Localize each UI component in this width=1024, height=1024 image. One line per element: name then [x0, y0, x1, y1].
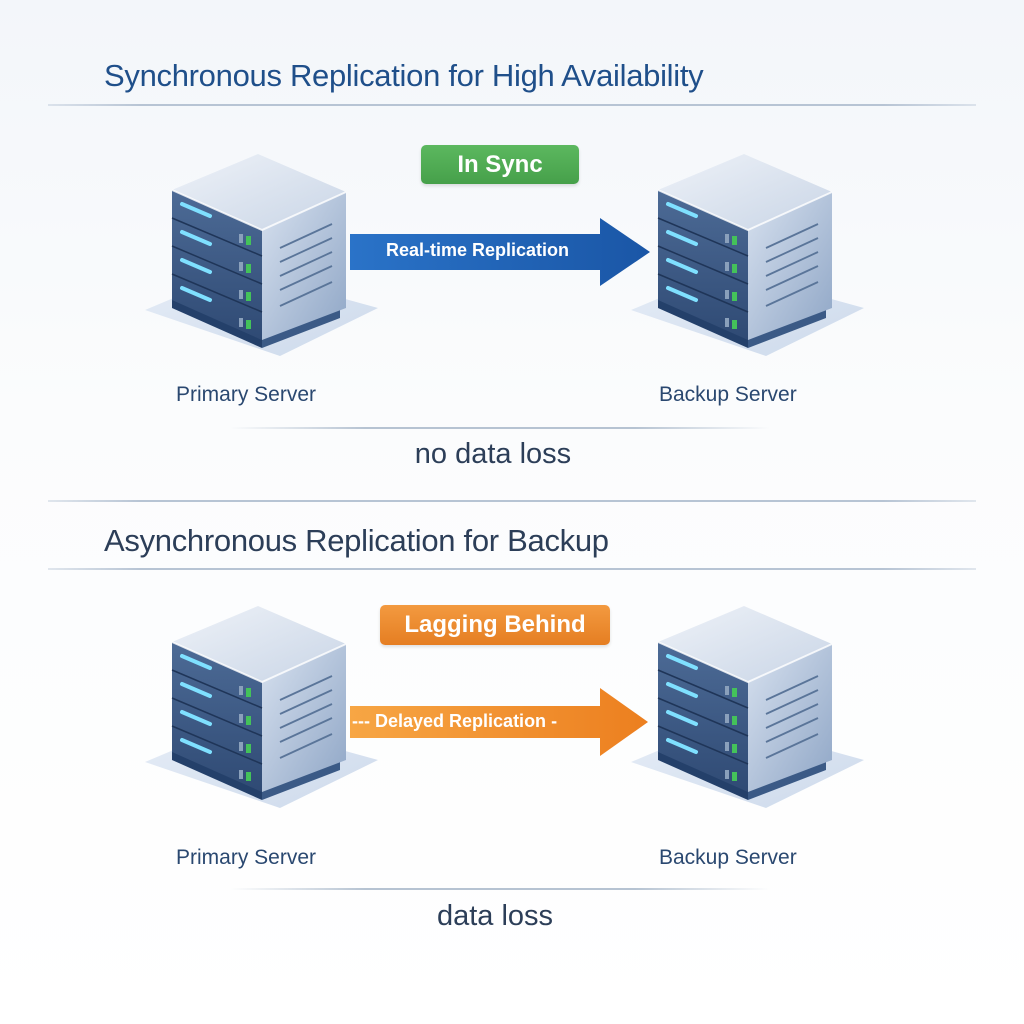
- server-rack-icon: [140, 148, 380, 378]
- divider: [230, 888, 770, 890]
- arrow-right-icon: [350, 688, 648, 756]
- arrow-dash-suffix: -: [551, 711, 558, 731]
- arrow-label-text: Delayed Replication: [375, 711, 547, 731]
- server-rack-icon: [140, 600, 380, 830]
- source-server-label: Primary Server: [176, 383, 317, 406]
- target-server-label: Backup Server: [659, 383, 797, 406]
- section-divider: [48, 500, 976, 502]
- server-rack-icon: [626, 148, 866, 378]
- arrow-label: Real-time Replication: [386, 240, 570, 260]
- section-title-sync: Synchronous Replication for High Availab…: [104, 58, 704, 93]
- divider: [230, 427, 770, 429]
- arrow-dash-prefix: ---: [352, 711, 370, 731]
- arrow-right-icon: [350, 218, 650, 286]
- status-badge: In Sync: [421, 145, 579, 184]
- status-badge: Lagging Behind: [380, 605, 610, 645]
- title-divider: [48, 568, 976, 570]
- title-divider: [48, 104, 976, 106]
- outcome-label: data loss: [436, 900, 554, 932]
- target-server-label: Backup Server: [659, 846, 797, 869]
- server-rack-icon: [626, 600, 866, 830]
- section-title-async: Asynchronous Replication for Backup: [104, 523, 609, 558]
- outcome-label: no data loss: [414, 438, 572, 470]
- source-server-label: Primary Server: [176, 846, 317, 869]
- arrow-label: --- Delayed Replication -: [352, 711, 557, 732]
